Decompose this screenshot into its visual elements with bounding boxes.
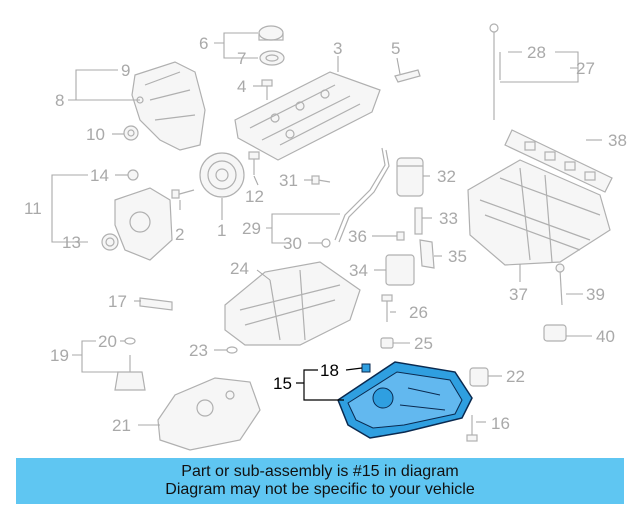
callout-38: 38 [608, 131, 627, 150]
part-bolt-16 [466, 415, 478, 442]
callout-6: 6 [199, 34, 208, 53]
callout-21: 21 [112, 416, 131, 435]
callout-12: 12 [245, 187, 264, 206]
info-banner: Part or sub-assembly is #15 in diagram D… [16, 458, 624, 504]
callout-24: 24 [230, 259, 249, 278]
leader-lines [51, 32, 602, 426]
part-bolt-31 [311, 175, 331, 185]
callout-29: 29 [242, 219, 261, 238]
part-seal-13 [101, 233, 119, 251]
callout-10: 10 [86, 125, 105, 144]
part-bolt-18-highlighted [361, 363, 371, 373]
callout-32: 32 [437, 167, 456, 186]
callout-34: 34 [349, 261, 368, 280]
part-plug-22 [469, 367, 489, 387]
callout-18: 18 [320, 361, 339, 380]
part-plug-25 [380, 337, 394, 349]
part-sensor-19 [114, 355, 146, 391]
part-oring-30 [321, 238, 331, 248]
callout-39: 39 [586, 285, 605, 304]
part-cap-6 [258, 25, 284, 41]
part-dipstick [489, 23, 499, 120]
callouts: 1 2 3 4 5 6 7 8 9 10 11 12 13 14 15 16 1… [24, 34, 627, 435]
part-oring-20 [124, 337, 136, 345]
part-oil-pan-highlighted [337, 361, 473, 439]
part-bolt-12 [248, 151, 260, 175]
callout-8: 8 [55, 91, 64, 110]
part-gasket-35 [419, 239, 435, 269]
parts-diagram: 1 2 3 4 5 6 7 8 9 10 11 12 13 14 15 16 1… [24, 23, 627, 451]
callout-33: 33 [439, 209, 458, 228]
part-seal-10 [123, 125, 139, 141]
callout-5: 5 [391, 39, 400, 58]
part-intake-manifold [467, 159, 611, 266]
callout-35: 35 [448, 247, 467, 266]
part-bracket-17 [139, 297, 173, 311]
part-bolt-2 [171, 189, 195, 199]
callout-11: 11 [24, 199, 42, 218]
part-bolt-36 [385, 231, 405, 241]
callout-40: 40 [596, 327, 615, 346]
part-upper-oil-pan [224, 261, 361, 346]
callout-4: 4 [237, 77, 246, 96]
part-sensor-39 [555, 263, 565, 306]
part-dipstick-tube [334, 147, 390, 243]
callout-23: 23 [189, 341, 208, 360]
callout-20: 20 [98, 332, 117, 351]
callout-26: 26 [409, 303, 428, 322]
callout-36: 36 [348, 227, 367, 246]
part-sensor-33 [414, 207, 423, 235]
part-bolt-26 [381, 294, 393, 322]
part-filter-housing-34 [385, 254, 415, 286]
callout-19: 19 [50, 346, 69, 365]
part-timing-cover-upper [131, 61, 206, 151]
callout-1: 1 [217, 221, 226, 240]
part-oil-filter [396, 157, 424, 197]
callout-9: 9 [121, 61, 130, 80]
part-timing-cover-lower [114, 187, 173, 261]
callout-17: 17 [108, 292, 127, 311]
callout-13: 13 [62, 233, 81, 252]
part-cover-21 [157, 377, 261, 451]
banner-line-2: Diagram may not be specific to your vehi… [165, 481, 475, 498]
part-sensor-40 [543, 324, 567, 342]
callout-3: 3 [333, 39, 342, 58]
callout-15: 15 [273, 374, 292, 393]
part-bracket-5 [394, 69, 421, 83]
part-seal-14 [127, 169, 139, 181]
callout-16: 16 [491, 414, 510, 433]
callout-14: 14 [90, 166, 109, 185]
callout-31: 31 [279, 171, 298, 190]
callout-22: 22 [506, 367, 525, 386]
part-gasket-38 [504, 129, 613, 193]
part-oring-23 [226, 346, 238, 354]
callout-27: 27 [576, 59, 595, 78]
callout-28: 28 [527, 43, 546, 62]
callout-2: 2 [175, 225, 184, 244]
callout-25: 25 [414, 334, 433, 353]
part-valve-cover [234, 71, 381, 161]
part-bolt-4 [261, 79, 273, 100]
banner-line-1: Part or sub-assembly is #15 in diagram [181, 463, 459, 480]
part-pulley-1 [199, 152, 245, 198]
callout-37: 37 [509, 285, 528, 304]
callout-30: 30 [283, 234, 302, 253]
part-seal-7 [259, 50, 285, 66]
callout-7: 7 [237, 49, 246, 68]
